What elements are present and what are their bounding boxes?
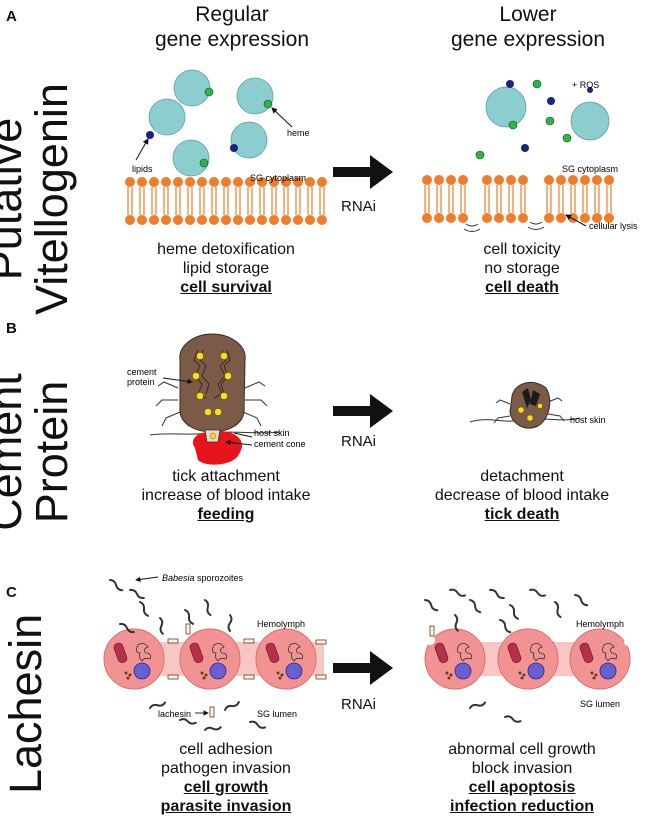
cement-protein-label-2: protein [127,377,155,387]
sg-lumen-right-label: SG lumen [580,699,620,709]
lachesin-junctions-right [429,625,435,637]
hemolymph-right-label: Hemolymph [576,619,624,629]
lipids-left [146,131,238,152]
panel-a-right-outcome: cell death [485,279,559,296]
tick-legs-left [155,381,268,427]
heme-right [475,79,572,160]
babesia-pointer [135,576,159,583]
panel-c-letter: C [6,584,17,601]
heme-pointer [271,107,293,128]
panel-c-right-outcome-1: cell apoptosis [468,779,576,796]
vesicles-left [148,69,274,177]
lipids-pointer [135,138,149,161]
panel-c-left-caption: cell adhesion pathogen invasion cell gro… [96,740,356,816]
cement-cone-label: cement cone [254,439,306,449]
host-skin-left-label: host skin [254,428,290,438]
salivary-glands-right [517,403,543,422]
cement-cone [192,431,243,465]
tick-legs-right [493,397,565,424]
membrane-left [124,176,328,226]
panel-a-left-caption: heme detoxification lipid storage cell s… [96,240,356,297]
panel-b-rnai-label: RNAi [341,433,377,450]
lipids-right [506,80,593,152]
hemolymph-left-label: Hemolymph [257,619,305,629]
lachesin-junctions-left [167,623,327,718]
heme-left [199,87,273,168]
panel-b-left-outcome: feeding [197,506,255,523]
host-skin-pointer [233,432,253,438]
babesia-label: Babesia sporozoites [162,573,244,583]
cement-protein-label-1: cement [127,367,157,377]
panel-a-letter: A [6,8,17,25]
sg-lumen-left-label: SG lumen [257,709,297,719]
panel-a-left-header: Regular gene expression [154,3,310,51]
panel-b-diagram: cement protein host skin cement cone hos… [127,333,606,465]
heme-label: heme [287,128,310,138]
lachesin-label: lachesin [158,709,191,719]
sg-cytoplasm-left-label: SG cytoplasm [250,173,306,183]
panel-c-rnai-label: RNAi [341,696,377,713]
cell-notches-right [425,631,632,689]
cells-left [103,628,317,690]
sg-cytoplasm-right-label: SG cytoplasm [562,164,618,174]
panel-a-right-caption: cell toxicity no storage cell death [392,240,649,297]
panel-b-right-caption: detachment decrease of blood intake tick… [392,467,649,524]
cells-right [424,628,631,690]
membrane-right [421,174,615,224]
cellular-lysis-label: cellular lysis [589,221,638,231]
panel-a-rnai-label: RNAi [341,198,377,215]
cement-cone-pointer [225,439,253,446]
cement-protein-pointer [162,377,193,385]
panel-b-letter: B [6,320,17,337]
panel-b-left-caption: tick attachment increase of blood intake… [96,467,356,524]
babesia-rest: sporozoites [195,573,244,583]
tick-body-right [509,381,551,429]
ros-label: + ROS [572,80,599,90]
host-skin-right-label: host skin [570,415,606,425]
rnai-arrow-c [333,651,393,685]
lipids-label: lipids [132,164,153,174]
panel-c-right-caption: abnormal cell growth block invasion cell… [392,740,649,816]
salivary-glands-left [192,352,232,440]
tick-gut-right [522,388,540,408]
vesicles-right [485,86,610,141]
panel-a-left-outcome: cell survival [180,279,272,296]
panel-b-right-outcome: tick death [484,506,560,523]
lysis-marks [463,221,545,232]
panel-a-right-header: Lower gene expression [450,3,606,51]
tick-body-left [179,333,246,433]
panel-c-left-outcome-1: cell growth [183,779,269,796]
panel-c-diagram: Babesia sporozoites Hemolymph lachesin S… [103,573,632,733]
panel-a-diagram: lipids heme SG cytoplasm SG cytoplasm + … [124,69,638,232]
lysis-pointer [565,214,587,227]
panel-c-right-outcome-2: infection reduction [450,798,594,815]
babesia-italic: Babesia [162,573,195,583]
rnai-arrow-a [333,155,393,189]
rnai-arrow-b [333,394,393,428]
panel-c-left-outcome-2: parasite invasion [160,798,292,815]
